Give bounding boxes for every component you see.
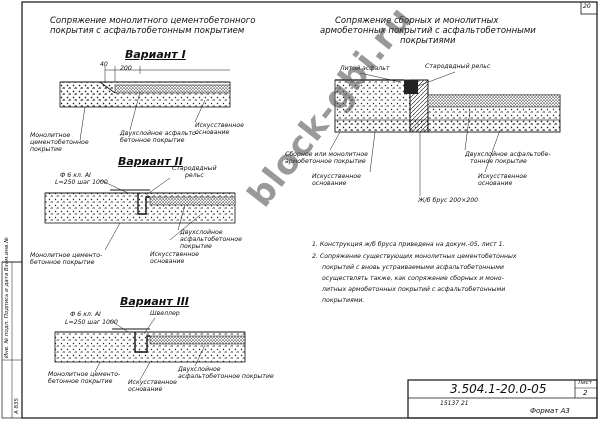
doc-code: 3.504.1-20.0-05: [450, 382, 547, 396]
variant-3-label: Вариант III: [120, 295, 189, 308]
v2-rail-1: Стародвдный: [172, 165, 217, 172]
variant-1-label: Вариант I: [125, 48, 186, 61]
dim-40: 40: [100, 61, 108, 68]
cast-asphalt-label: Литой асфальт: [340, 65, 390, 72]
right-asphalt-1: Двухслойное асфальтобе-: [465, 151, 551, 158]
stamp-bottom: 15137 21: [440, 400, 469, 407]
beam-200-label: Ж/б брус 200×200: [418, 197, 479, 204]
v2-base-2: основание: [150, 258, 185, 265]
right-base-2-a: Искусственное: [478, 173, 527, 180]
left-title-line-2: покрытия с асфальтобетонным покрытием: [50, 26, 245, 36]
sheet-number-top: 20: [583, 3, 591, 10]
note-2-line-5: покрытиями.: [322, 297, 365, 304]
precast-label-1: Сборное или монолитное: [285, 151, 368, 158]
right-base-1-a: Искусственное: [312, 173, 361, 180]
v1-asphalt-label-2: бетонное покрытие: [120, 137, 185, 144]
v3-monolith-2: бетонное покрытие: [48, 378, 113, 385]
v1-monolith-label-3: покрытие: [30, 146, 62, 153]
v2-monolith-2: бетонное покрытие: [30, 259, 95, 266]
v1-base-label-2: основание: [195, 129, 230, 136]
right-title-line-2: армобетонных покрытий с асфальтобетонным…: [320, 26, 536, 36]
v1-monolith-label-2: цементобетонное: [30, 139, 89, 146]
sheet-value: 2: [583, 389, 588, 397]
note-1: 1. Конструкция ж/б бруса приведена на до…: [312, 241, 505, 248]
side-code: А 835: [14, 397, 20, 414]
v2-asphalt-2: асфальтобетонное: [180, 236, 242, 243]
v2-asphalt-3: покрытие: [180, 243, 212, 250]
v3-asphalt-1: Двухслойное: [178, 366, 221, 373]
note-2-line-2: покрытий с вновь устраиваемыми асфальтоб…: [322, 264, 504, 271]
note-2-line-3: осуществлять также, как сопряжение сборн…: [322, 275, 504, 282]
right-base-2-b: основание: [478, 180, 513, 187]
right-rail-label: Стародвдный рельс: [425, 63, 491, 70]
v2-monolith-1: Монолитное цементо-: [30, 252, 103, 259]
right-asphalt-2: тонное покрытие: [470, 158, 527, 165]
v3-base-1: Искусственное: [128, 379, 177, 386]
note-2-line-1: 2. Сопряжение существующих монолитных це…: [312, 253, 517, 260]
v2-rail-2: рельс: [185, 172, 204, 179]
sheet-label: Лист: [578, 380, 592, 386]
v2-rebar-1: Ф 6 кл. АI: [60, 172, 91, 179]
v3-beam-label: Швеллер: [150, 310, 180, 317]
right-title-line-1: Сопряжение сборных и монолитных: [335, 16, 499, 26]
v2-asphalt-1: Двухслойное: [180, 229, 223, 236]
v1-monolith-label-1: Монолитное: [30, 132, 71, 139]
v3-base-2: основание: [128, 386, 163, 393]
v2-rebar-2: L=250 шаг 1000: [55, 179, 108, 186]
note-2-line-4: литных армобетонных покрытий с асфальтоб…: [322, 286, 506, 293]
v1-base-label-1: Искусственное: [195, 122, 244, 129]
v3-rebar-2: L=250 шаг 1000: [65, 319, 118, 326]
v3-rebar-1: Ф 6 кл. АI: [70, 311, 101, 318]
right-title-line-3: покрытиями: [400, 36, 456, 46]
v1-asphalt-label-1: Двухслойное асфальто-: [120, 130, 199, 137]
right-base-1-b: основание: [312, 180, 347, 187]
variant-2-label: Вариант II: [118, 155, 183, 168]
v2-base-1: Искусственное: [150, 251, 199, 258]
left-title-line-1: Сопряжение монолитного цементобетонного: [50, 16, 256, 26]
v3-asphalt-2: асфальтобетонное покрытие: [178, 373, 274, 380]
v3-monolith-1: Монолитное цементо-: [48, 371, 121, 378]
format-label: Формат А3: [530, 407, 570, 415]
precast-label-2: армобетонное покрытие: [285, 158, 366, 165]
side-strip-text: Инв. № подл. Подпись и дата Взам.инв.№: [4, 237, 10, 358]
dim-200: 200: [120, 65, 132, 72]
